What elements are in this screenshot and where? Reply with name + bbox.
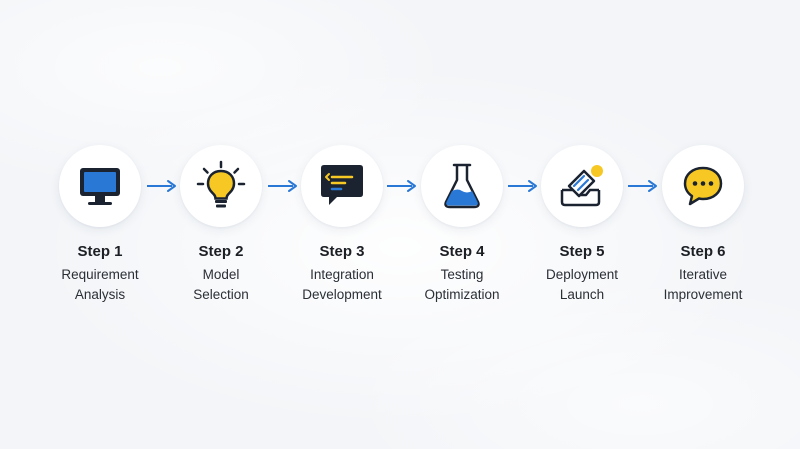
step-1: Step 1 Requirement Analysis bbox=[40, 145, 160, 305]
step-6-label-line2: Improvement bbox=[663, 287, 743, 302]
step-4-title: Step 4 bbox=[439, 243, 485, 260]
step-1-circle bbox=[59, 145, 141, 227]
step-6-label: Iterative Improvement bbox=[643, 265, 763, 305]
step-4-label: Testing Optimization bbox=[402, 265, 522, 305]
step-6-title: Step 6 bbox=[680, 243, 726, 260]
step-2-title: Step 2 bbox=[198, 243, 244, 260]
step-1-label: Requirement Analysis bbox=[40, 265, 160, 305]
step-6: Step 6 Iterative Improvement bbox=[643, 145, 763, 305]
step-3: Step 3 Integration Development bbox=[282, 145, 402, 305]
step-5-label: Deployment Launch bbox=[522, 265, 642, 305]
step-2-circle bbox=[180, 145, 262, 227]
step-2-label-line2: Selection bbox=[193, 287, 249, 302]
step-3-label-line2: Development bbox=[302, 287, 382, 302]
step-3-circle bbox=[301, 145, 383, 227]
step-5: Step 5 Deployment Launch bbox=[522, 145, 642, 305]
step-4-circle bbox=[421, 145, 503, 227]
arrow-right-icon bbox=[147, 180, 176, 192]
step-5-label-line2: Launch bbox=[559, 287, 605, 302]
step-3-label-line1: Integration bbox=[310, 267, 374, 282]
launch-tray-icon bbox=[560, 165, 603, 207]
code-chat-icon bbox=[321, 165, 363, 205]
step-2-label-line1: Model bbox=[202, 267, 240, 282]
arrow-right-icon bbox=[268, 180, 297, 192]
step-6-circle bbox=[662, 145, 744, 227]
step-1-label-line2: Analysis bbox=[74, 287, 126, 302]
step-5-label-line1: Deployment bbox=[545, 267, 619, 282]
step-3-label: Integration Development bbox=[282, 265, 402, 305]
monitor-icon bbox=[80, 168, 120, 205]
lightbulb-icon bbox=[196, 160, 246, 208]
arrow-right-icon bbox=[628, 180, 657, 192]
arrow-right-icon bbox=[508, 180, 537, 192]
step-2: Step 2 Model Selection bbox=[161, 145, 281, 305]
chat-bubble-icon bbox=[683, 166, 723, 206]
step-4-label-line2: Optimization bbox=[424, 287, 500, 302]
step-1-label-line1: Requirement bbox=[61, 267, 139, 282]
step-6-label-line1: Iterative bbox=[678, 267, 728, 282]
flask-icon bbox=[444, 163, 480, 209]
step-1-title: Step 1 bbox=[77, 243, 123, 260]
step-4-label-line1: Testing bbox=[440, 267, 484, 282]
step-5-title: Step 5 bbox=[559, 243, 605, 260]
arrow-right-icon bbox=[387, 180, 416, 192]
step-5-circle bbox=[541, 145, 623, 227]
step-2-label: Model Selection bbox=[161, 265, 281, 305]
step-3-title: Step 3 bbox=[319, 243, 365, 260]
step-4: Step 4 Testing Optimization bbox=[402, 145, 522, 305]
